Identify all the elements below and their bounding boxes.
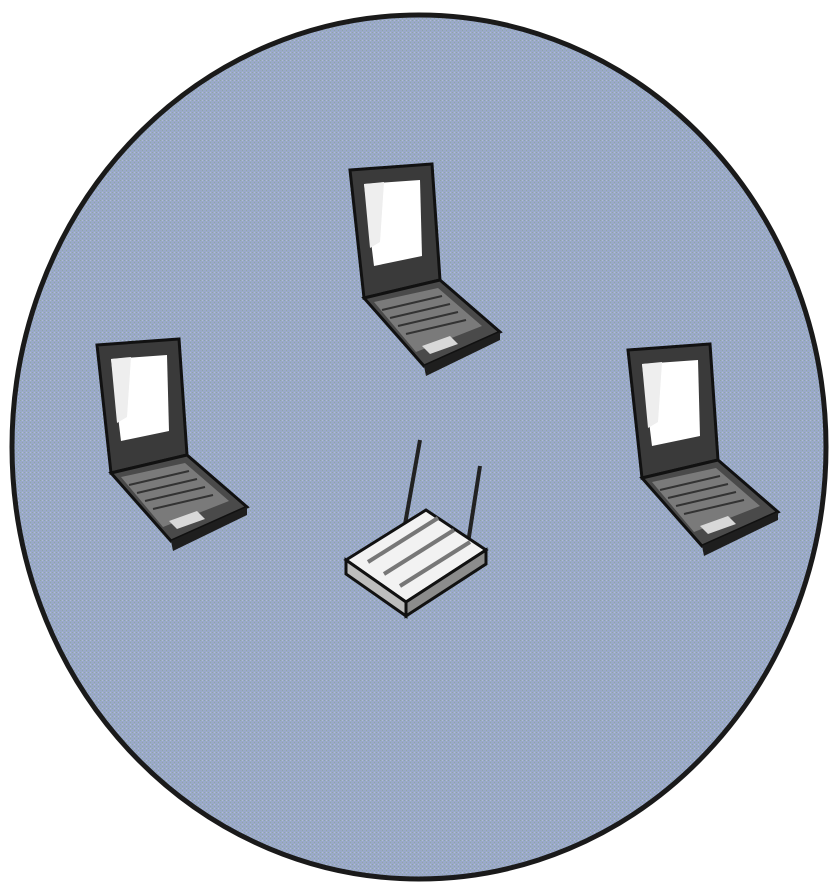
diagram-svg bbox=[0, 0, 838, 888]
wireless-network-diagram bbox=[0, 0, 838, 888]
